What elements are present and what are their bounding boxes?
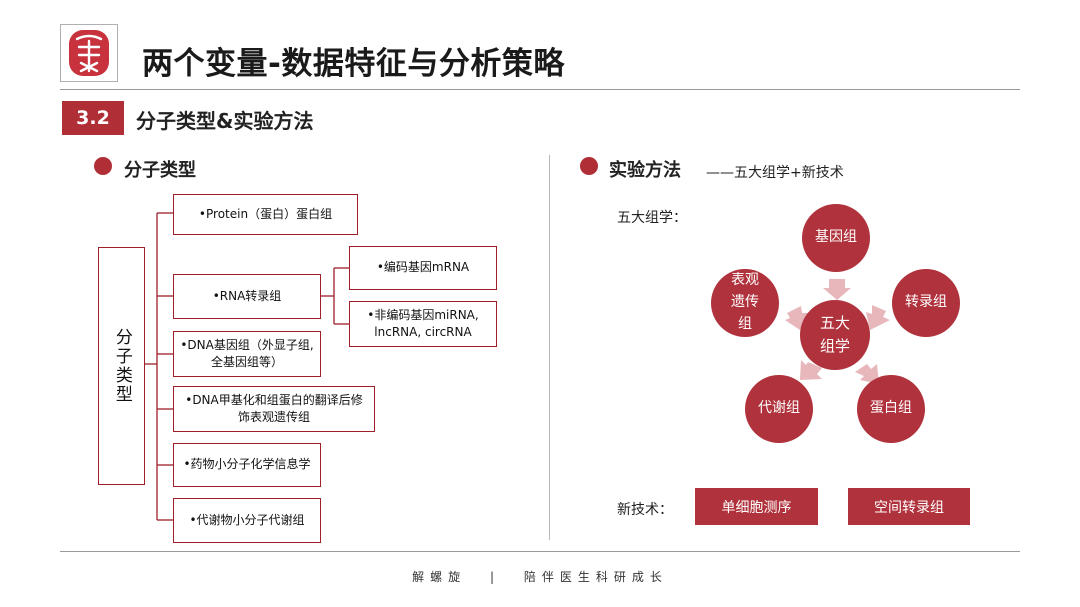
arrow-icon xyxy=(823,279,851,300)
header-divider xyxy=(60,89,1020,90)
newtech-single-cell: 单细胞测序 xyxy=(695,488,818,525)
tree-item-rna: •RNA转录组 xyxy=(173,274,321,319)
right-subtitle: ——五大组学+新技术 xyxy=(706,165,844,181)
tree-root-label: 分子类型 xyxy=(111,328,132,404)
right-heading: 实验方法 xyxy=(609,160,681,181)
omics-node-epigenome-label: 表观遗传组 xyxy=(731,272,759,332)
omics-node-proteome: 蛋白组 xyxy=(857,375,925,443)
omics-node-genome: 基因组 xyxy=(802,204,870,272)
bullet-dot xyxy=(580,157,598,175)
tree-item-epigenome: •DNA甲基化和组蛋白的翻译后修饰表观遗传组 xyxy=(173,386,375,432)
omics-center-label: 五大组学 xyxy=(819,313,850,355)
arrow-icon xyxy=(866,305,890,330)
tree-root: 分子类型 xyxy=(98,247,145,485)
tree-item-ncrna: •非编码基因miRNA, lncRNA, circRNA xyxy=(349,301,497,347)
bullet-dot xyxy=(94,157,112,175)
tree-item-chem: •药物小分子化学信息学 xyxy=(173,443,321,487)
omics-center: 五大组学 xyxy=(800,300,870,370)
omics-node-epigenome: 表观遗传组 xyxy=(711,269,779,337)
omics-node-metabolome: 代谢组 xyxy=(745,375,813,443)
footer-brand: 解螺旋 xyxy=(412,570,467,584)
tree-item-mrna: •编码基因mRNA xyxy=(349,246,497,290)
logo-seal xyxy=(60,24,118,82)
left-heading: 分子类型 xyxy=(124,160,196,181)
column-divider xyxy=(549,155,550,540)
seal-icon xyxy=(69,30,109,76)
tree-item-protein: •Protein（蛋白）蛋白组 xyxy=(173,194,358,235)
newtech-label: 新技术： xyxy=(617,502,673,518)
tree-item-metabolome: •代谢物小分子代谢组 xyxy=(173,498,321,543)
footer-slogan: 陪伴医生科研成长 xyxy=(523,570,668,584)
footer-separator: | xyxy=(489,570,501,584)
footer: 解螺旋 | 陪伴医生科研成长 xyxy=(0,568,1080,585)
footer-divider xyxy=(60,551,1020,552)
newtech-spatial: 空间转录组 xyxy=(848,488,970,525)
tree-item-dna: •DNA基因组（外显子组,全基因组等） xyxy=(173,331,321,377)
section-title: 分子类型&实验方法 xyxy=(136,109,314,133)
page-title: 两个变量-数据特征与分析策略 xyxy=(142,46,565,82)
omics-node-transcriptome: 转录组 xyxy=(892,269,960,337)
arrow-icon xyxy=(800,360,822,380)
section-number: 3.2 xyxy=(62,101,124,135)
omics-label: 五大组学： xyxy=(617,210,687,226)
